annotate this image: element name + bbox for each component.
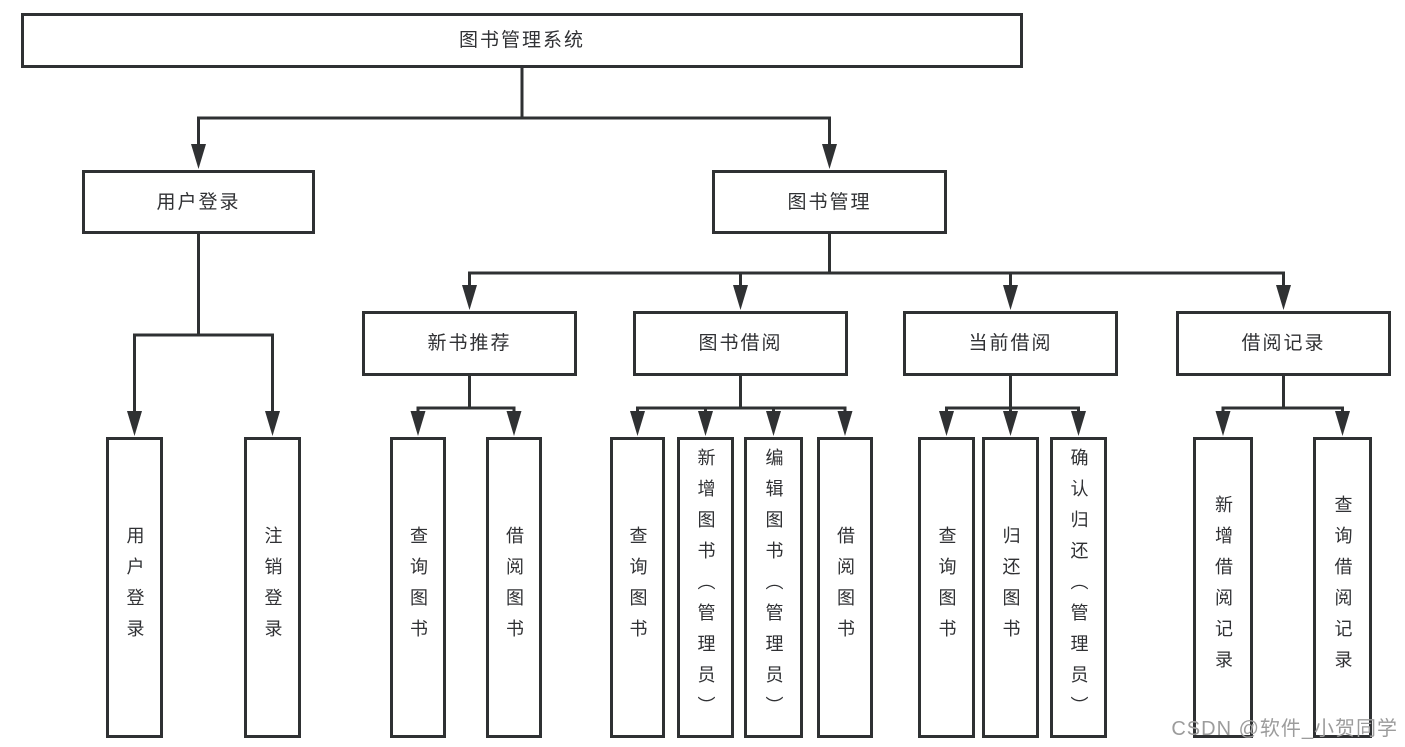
node-current-borrowing: 当前借阅 bbox=[903, 311, 1118, 376]
node-borrowing-records: 借阅记录 bbox=[1176, 311, 1391, 376]
leaf-user-login: 用户登录 bbox=[106, 437, 163, 738]
leaf-add-books-admin: 新增图书（管理员） bbox=[677, 437, 734, 738]
node-user-login: 用户登录 bbox=[82, 170, 315, 234]
leaf-query-books-current: 查询图书 bbox=[918, 437, 975, 738]
node-library-management-system: 图书管理系统 bbox=[21, 13, 1023, 68]
leaf-return-books: 归还图书 bbox=[982, 437, 1039, 738]
leaf-query-books-borrow: 查询图书 bbox=[610, 437, 665, 738]
leaf-edit-books-admin: 编辑图书（管理员） bbox=[744, 437, 803, 738]
leaf-borrow-books: 借阅图书 bbox=[817, 437, 873, 738]
node-new-book-recommendation: 新书推荐 bbox=[362, 311, 577, 376]
leaf-query-borrow-record: 查询借阅记录 bbox=[1313, 437, 1372, 738]
leaf-logout: 注销登录 bbox=[244, 437, 301, 738]
leaf-borrow-books-recommend: 借阅图书 bbox=[486, 437, 542, 738]
csdn-watermark: CSDN @软件_小贺同学 bbox=[1171, 718, 1398, 740]
node-book-management: 图书管理 bbox=[712, 170, 947, 234]
leaf-add-borrow-record: 新增借阅记录 bbox=[1193, 437, 1253, 738]
leaf-confirm-return-admin: 确认归还（管理员） bbox=[1050, 437, 1107, 738]
node-book-borrowing: 图书借阅 bbox=[633, 311, 848, 376]
leaf-query-books-recommend: 查询图书 bbox=[390, 437, 446, 738]
